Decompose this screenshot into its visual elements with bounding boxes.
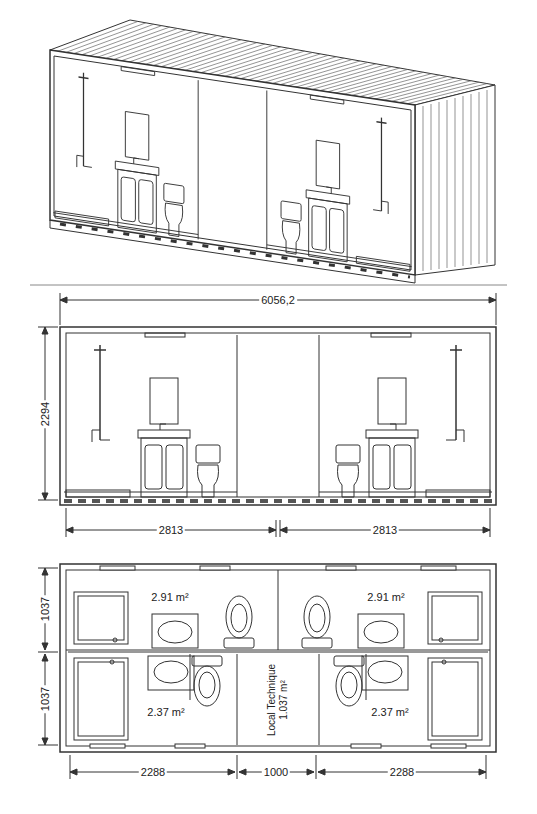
front-elevation: [38, 293, 496, 537]
dimension-label: 2288: [139, 766, 167, 779]
area-label: 2.91 m²: [149, 591, 190, 604]
room-label: Local Technique 1.037 m²: [266, 656, 289, 744]
dimension-label: 6056,2: [259, 294, 297, 307]
area-label: 2.37 m²: [369, 706, 410, 719]
dimension-label: 2288: [388, 766, 416, 779]
floor-plan: [38, 564, 496, 779]
area-label: 2.91 m²: [365, 591, 406, 604]
dimension-label: 2813: [371, 524, 399, 537]
dimension-label: 1037: [39, 685, 52, 713]
dimension-label: 2813: [157, 524, 185, 537]
dimension-label: 2294: [39, 400, 52, 428]
dimension-label: 1000: [262, 766, 290, 779]
isometric-view: [50, 20, 495, 283]
dimension-label: 1037: [39, 595, 52, 623]
area-label: 2.37 m²: [145, 706, 186, 719]
